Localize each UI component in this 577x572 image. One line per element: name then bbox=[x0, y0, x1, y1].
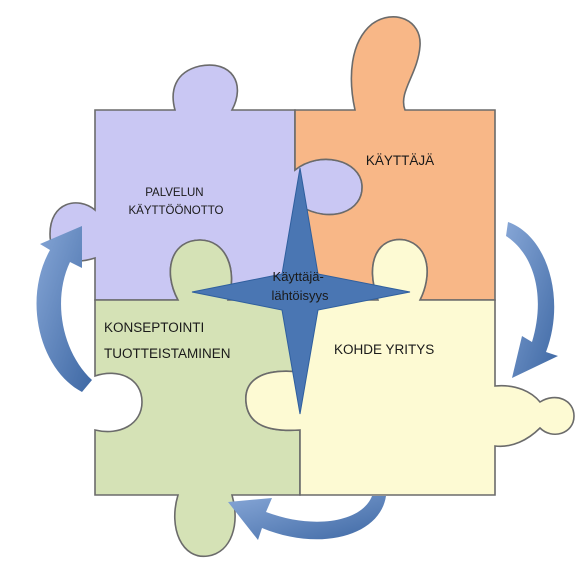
piece-label-kayttaja: KÄYTTÄJÄ bbox=[366, 153, 434, 168]
piece-label-palvelun: PALVELUN KÄYTTÖÖNOTTO bbox=[129, 187, 224, 217]
bottom-cycle-arrow bbox=[228, 496, 386, 540]
center-star bbox=[191, 167, 411, 415]
piece-label-kohde: KOHDE YRITYS bbox=[334, 342, 434, 357]
piece-label-konseptointi: KONSEPTOINTI TUOTTEISTAMINEN bbox=[104, 320, 231, 361]
center-label: Käyttäjä- lähtöisyys bbox=[271, 269, 329, 303]
left-cycle-arrow bbox=[36, 226, 92, 392]
right-cycle-arrow bbox=[506, 222, 558, 378]
